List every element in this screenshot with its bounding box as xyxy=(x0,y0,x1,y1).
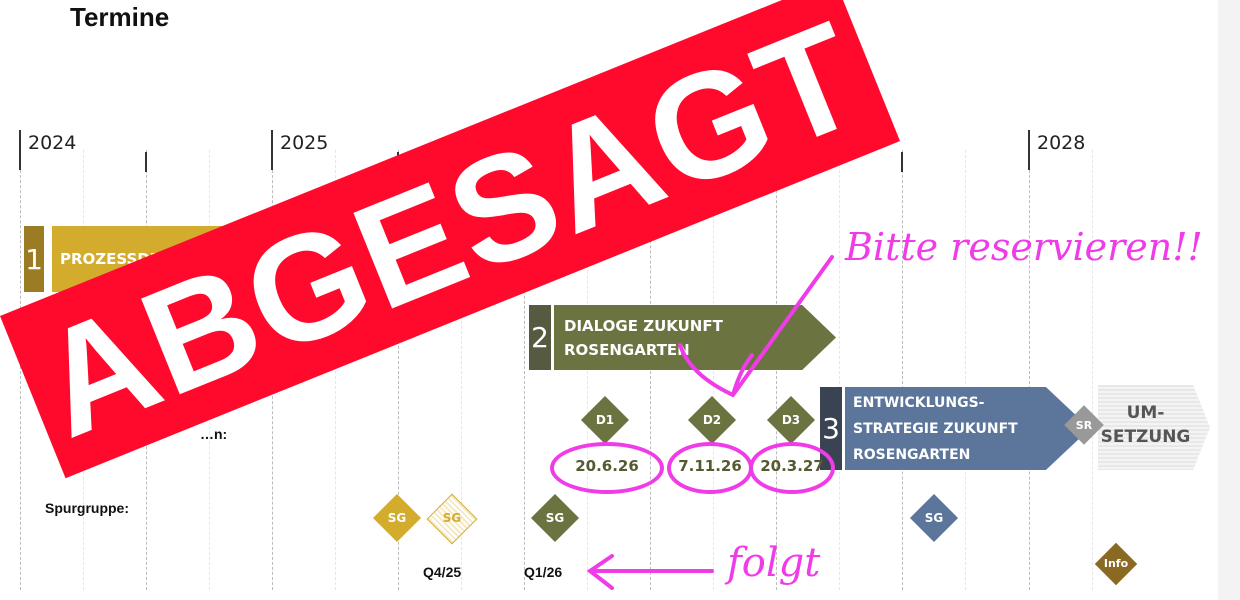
page-title: Termine xyxy=(70,2,170,32)
phase-3-label-1: ENTWICKLUNGS- xyxy=(853,395,985,411)
info-label: Info xyxy=(1103,557,1129,570)
row-label-spurgruppe: Spurgruppe: xyxy=(45,500,129,516)
sg-label-2: SG xyxy=(442,511,462,525)
phase-4-label-1: UM- xyxy=(1126,403,1165,423)
phase-3-bar: ENTWICKLUNGS- STRATEGIE ZUKUNFT ROSENGARTE… xyxy=(845,387,1090,470)
phase-2-label-2: ROSENGARTEN xyxy=(564,341,690,359)
d3-label: D3 xyxy=(781,413,801,427)
date-2: 7.11.26 xyxy=(678,457,742,475)
phase-2-number: 2 xyxy=(529,305,551,370)
phase-3-number: 3 xyxy=(820,387,842,470)
phase-3-label-3: ROSENGARTEN xyxy=(853,447,971,463)
date-circle-1 xyxy=(550,442,664,494)
d1-label: D1 xyxy=(595,413,615,427)
year-label-2024: 2024 xyxy=(28,132,77,154)
quarter-q1-26: Q1/26 xyxy=(524,564,563,580)
year-label-2025: 2025 xyxy=(280,132,329,154)
scrollbar-track[interactable] xyxy=(1218,0,1240,600)
phase-2-label-1: DIALOGE ZUKUNFT xyxy=(564,317,723,335)
sg-label-3: SG xyxy=(545,511,565,525)
annotation-follows: folgt xyxy=(727,540,821,586)
arrow-reserve-icon xyxy=(678,255,834,397)
date-circle-3 xyxy=(749,442,835,494)
phase-3-label-2: STRATEGIE ZUKUNFT xyxy=(853,421,1018,437)
date-1: 20.6.26 xyxy=(575,457,639,475)
sg-label-4: SG xyxy=(924,511,944,525)
phase-4-bar: UM- SETZUNG xyxy=(1098,385,1210,470)
sg-label-1: SG xyxy=(387,511,407,525)
year-label-2028: 2028 xyxy=(1037,132,1086,154)
quarter-q4-25: Q4/25 xyxy=(423,564,462,580)
annotation-reserve: Bitte reservieren!! xyxy=(845,225,1203,269)
phase-1-number: 1 xyxy=(24,226,44,292)
sr-label: SR xyxy=(1075,419,1093,432)
phase-4-label-2: SETZUNG xyxy=(1100,427,1191,447)
arrow-follows-icon xyxy=(586,554,714,590)
date-3: 20.3.27 xyxy=(760,457,824,475)
d2-label: D2 xyxy=(702,413,722,427)
row-label-dialog: …n: xyxy=(200,426,228,442)
